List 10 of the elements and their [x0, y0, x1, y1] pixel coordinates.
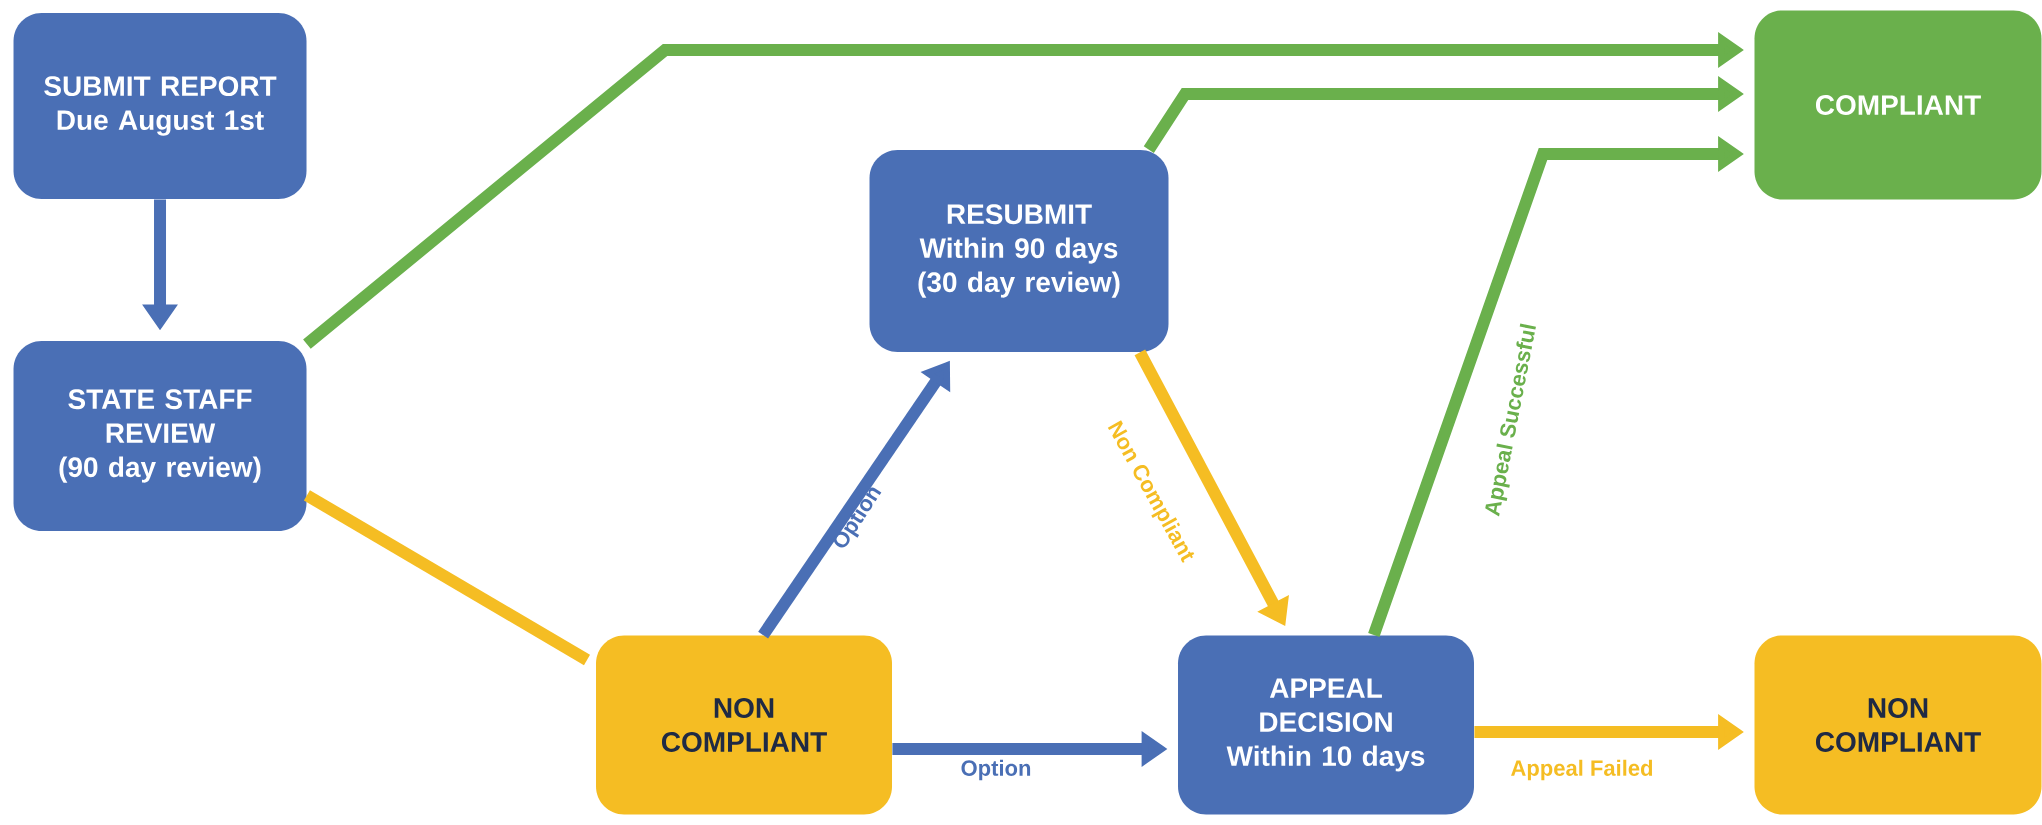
process-box: NON COMPLIANT	[596, 635, 892, 815]
process-box: SUBMIT REPORT Due August 1st	[13, 13, 307, 199]
edge-label: Appeal Successful	[1485, 323, 1536, 517]
process-box: STATE STAFF REVIEW (90 day review)	[13, 341, 307, 531]
process-box: COMPLIANT	[1754, 10, 2042, 200]
edge-label: Appeal Failed	[1511, 759, 1653, 781]
process-box: APPEAL DECISION Within 10 days	[1178, 635, 1474, 815]
process-box: RESUBMIT Within 90 days (30 day review)	[869, 150, 1169, 352]
process-box: NON COMPLIANT	[1754, 635, 2042, 815]
edge-label: Option	[961, 759, 1031, 781]
